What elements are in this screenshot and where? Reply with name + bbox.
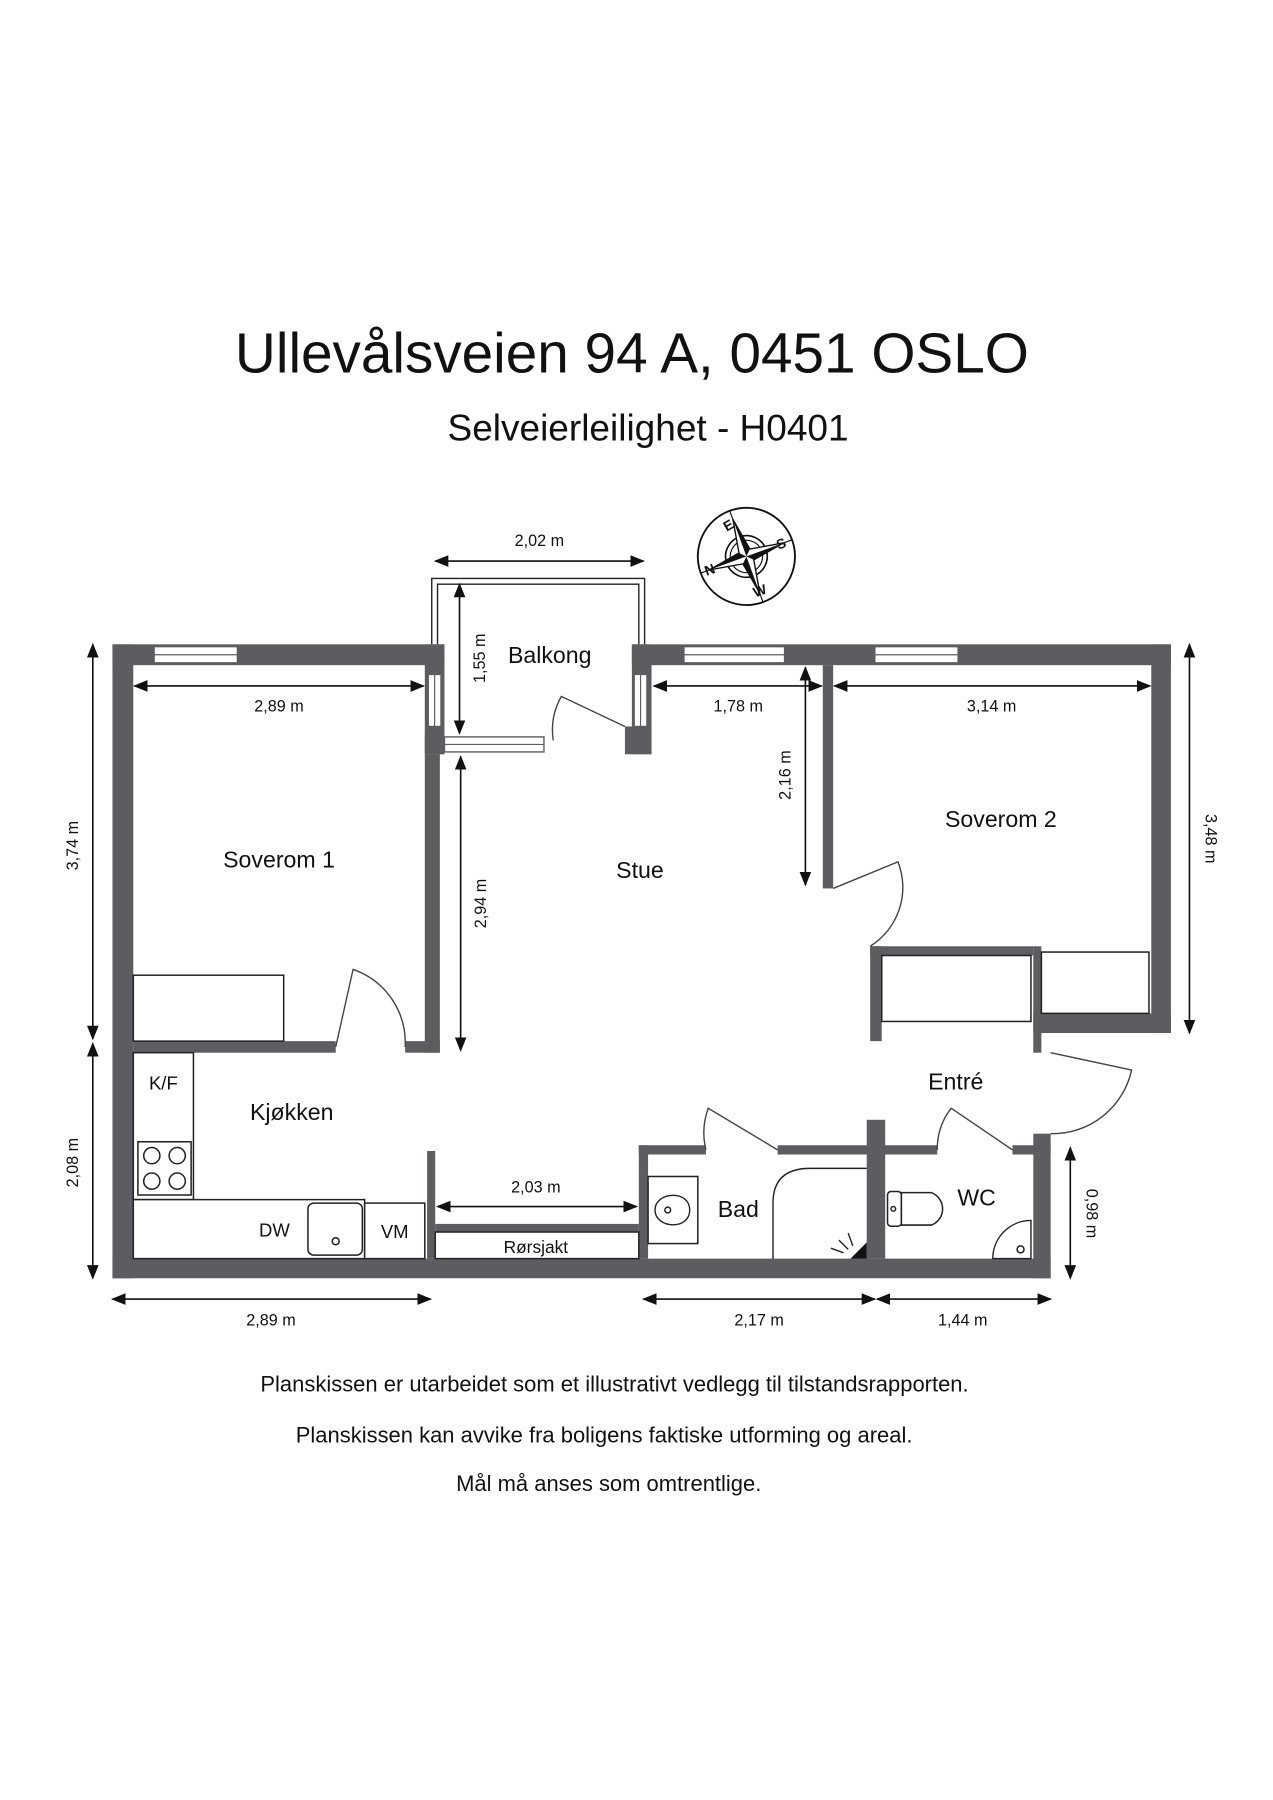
- room-kjokken: Kjøkken: [250, 1099, 334, 1125]
- toilet-icon: [886, 1190, 944, 1227]
- dim-balcony-depth: 1,55 m: [471, 633, 489, 683]
- door-soverom2: [832, 860, 904, 947]
- door-wc: [936, 1107, 1013, 1151]
- compass-icon: E S W N: [696, 506, 796, 606]
- door-soverom1: [335, 968, 406, 1048]
- room-rorsjakt: Rørsjakt: [504, 1237, 569, 1257]
- room-balkong: Balkong: [508, 642, 592, 668]
- dimension-lines: 2,02 m 1,55 m 2,89 m 1,78 m 3,14 m 2,16 …: [64, 532, 1220, 1330]
- fixtures: K/F DW VM: [132, 951, 1150, 1260]
- stove-icon: [137, 1141, 192, 1196]
- label-kf: K/F: [149, 1073, 178, 1094]
- shower-icon: [772, 1167, 867, 1259]
- dim-right-upper: 3,48 m: [1202, 814, 1220, 864]
- dim-stue-depth-right: 2,16 m: [776, 750, 794, 800]
- balcony-railing: [431, 577, 646, 645]
- dim-soverom2-width: 3,14 m: [967, 697, 1017, 715]
- page-title: Ullevålsveien 94 A, 0451 OSLO: [235, 322, 1029, 385]
- dim-soverom1-width: 2,89 m: [254, 697, 304, 715]
- dim-left-upper: 3,74 m: [64, 821, 82, 871]
- dim-right-lower: 0,98 m: [1083, 1189, 1101, 1239]
- room-soverom1: Soverom 1: [223, 847, 335, 873]
- wc-sink-icon: [992, 1219, 1032, 1260]
- dim-stue-top: 1,78 m: [714, 697, 763, 715]
- kitchen-sink-icon: [307, 1202, 364, 1256]
- room-labels: Balkong Soverom 1 Stue Soverom 2 Kjøkken…: [223, 642, 1057, 1257]
- dim-balcony-width: 2,02 m: [515, 532, 565, 550]
- room-bad: Bad: [718, 1196, 759, 1222]
- washing-machine: [363, 1202, 426, 1260]
- dim-bottom-left: 2,89 m: [246, 1312, 296, 1330]
- dim-bottom-wc: 1,44 m: [938, 1312, 988, 1330]
- door-entre: [1050, 1052, 1133, 1135]
- closet-left: [880, 954, 1032, 1023]
- rorsjakt-box: [434, 1231, 640, 1260]
- bathroom-sink-icon: [647, 1175, 699, 1245]
- dim-stue-depth-left: 2,94 m: [472, 879, 490, 929]
- door-bad: [703, 1107, 778, 1151]
- page-subtitle: Selveierleilighet - H0401: [448, 407, 849, 449]
- room-stue: Stue: [616, 857, 664, 883]
- label-dw: DW: [259, 1220, 290, 1241]
- room-entre: Entré: [928, 1069, 983, 1095]
- compass-west: W: [751, 581, 770, 601]
- disclaimer-line-1: Planskissen er utarbeidet som et illustr…: [260, 1372, 968, 1397]
- bed-soverom1: [132, 974, 285, 1042]
- room-wc: WC: [957, 1184, 996, 1210]
- dim-rorsjakt-width: 2,03 m: [511, 1179, 561, 1197]
- room-soverom2: Soverom 2: [945, 806, 1057, 832]
- windows: [153, 645, 959, 753]
- disclaimer-line-3: Mål må anses som omtrentlige.: [456, 1471, 761, 1496]
- dim-left-lower: 2,08 m: [64, 1138, 82, 1188]
- label-vm: VM: [381, 1221, 409, 1242]
- door-balkong: [551, 695, 626, 741]
- dim-bottom-bad: 2,17 m: [734, 1312, 784, 1330]
- closet-right: [1040, 951, 1150, 1015]
- disclaimer-line-2: Planskissen kan avvike fra boligens fakt…: [296, 1423, 913, 1448]
- walls: [112, 644, 1171, 1279]
- doors: [335, 695, 1133, 1151]
